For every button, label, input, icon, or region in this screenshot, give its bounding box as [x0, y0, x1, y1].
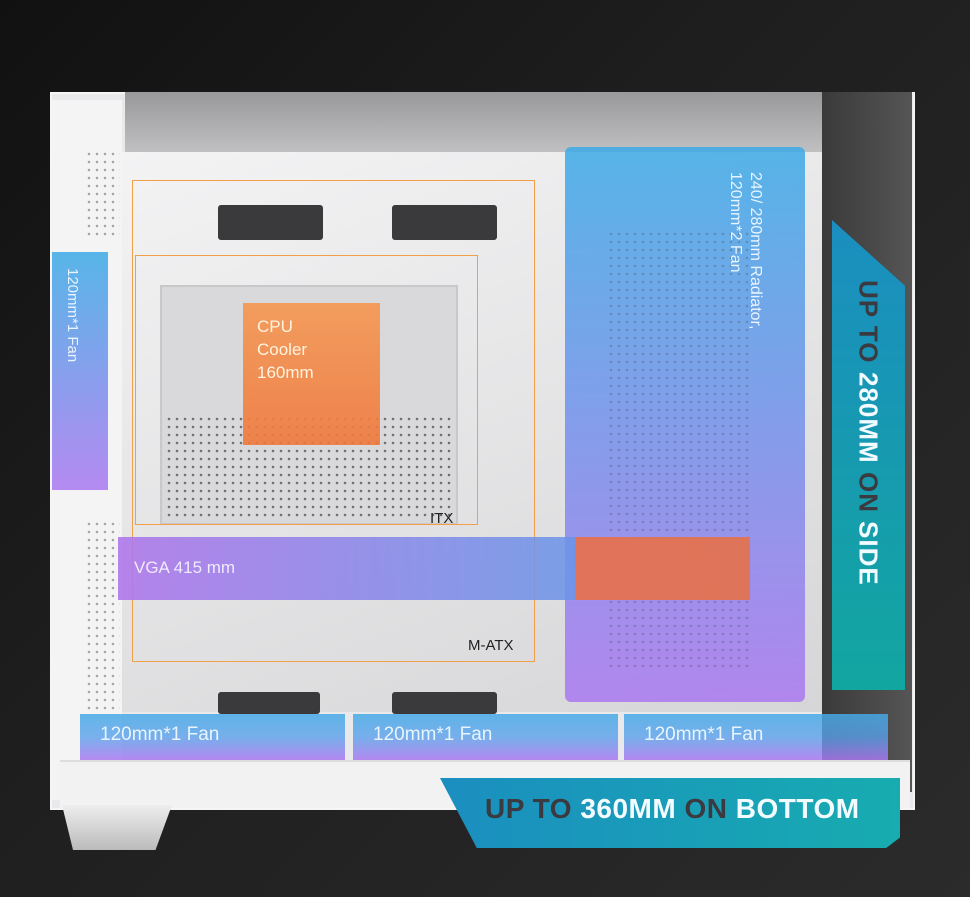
bottom-banner-part2: 360MM	[580, 793, 677, 824]
front-mesh	[85, 150, 120, 240]
bottom-banner	[440, 778, 900, 848]
cpu-cooler-zone: CPU Cooler 160mm	[243, 303, 380, 445]
side-banner-text: UP TO 280MM ON SIDE	[838, 280, 898, 640]
side-banner-part2: 280MM	[853, 371, 884, 464]
side-banner-part3: ON	[853, 471, 884, 513]
cable-cutout	[392, 205, 497, 240]
radiator-label: 240/ 280mm Radiator, 120mm*2 Fan	[725, 172, 765, 329]
itx-label: ITX	[430, 510, 454, 527]
side-banner	[832, 220, 905, 690]
top-glass	[125, 92, 825, 152]
bottom-fan-1: 120mm*1 Fan	[80, 714, 345, 760]
front-mesh-lower	[85, 520, 120, 710]
cpu-label-line2: Cooler	[257, 340, 308, 359]
bottom-banner-part3: ON	[684, 793, 728, 824]
side-banner-part1: UP TO	[853, 280, 884, 364]
side-banner-part4: SIDE	[853, 520, 884, 586]
bottom-banner-part4: BOTTOM	[735, 793, 860, 824]
matx-outline	[132, 180, 535, 662]
cable-cutout	[218, 692, 320, 714]
cpu-label-line1: CPU	[257, 317, 293, 336]
case-foot	[62, 805, 172, 850]
bottom-banner-part1: UP TO	[485, 793, 573, 824]
radiator-label-line1: 240/ 280mm Radiator,	[747, 172, 764, 330]
vga-overlap-zone	[575, 537, 750, 600]
cpu-label-line3: 160mm	[257, 363, 314, 382]
front-fan-zone	[52, 252, 108, 490]
cable-cutout	[218, 205, 323, 240]
cable-cutout	[392, 692, 497, 714]
radiator-zone	[565, 147, 805, 702]
vga-label: VGA 415 mm	[134, 558, 236, 577]
bottom-fan-2: 120mm*1 Fan	[353, 714, 618, 760]
front-fan-label: 120mm*1 Fan	[64, 268, 81, 363]
radiator-label-line2: 120mm*2 Fan	[727, 172, 744, 273]
bottom-banner-text: UP TO 360MM ON BOTTOM	[485, 793, 860, 825]
bottom-fan-3: 120mm*1 Fan	[624, 714, 888, 760]
itx-outline	[135, 255, 478, 525]
matx-label: M-ATX	[468, 637, 514, 654]
